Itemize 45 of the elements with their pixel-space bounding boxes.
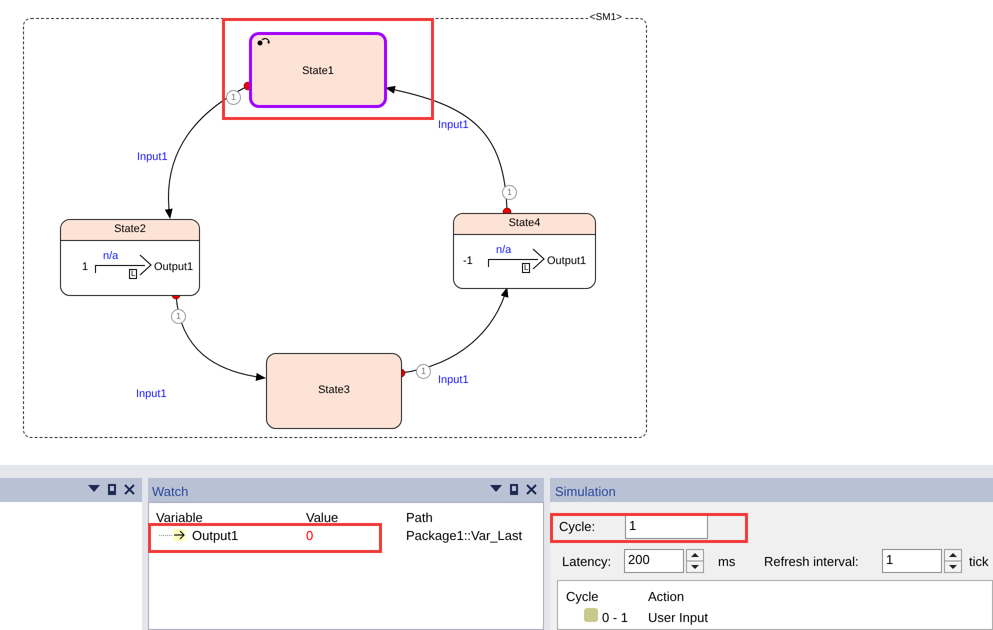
state-box: [453, 213, 596, 289]
panel-title: Simulation: [555, 484, 616, 499]
column-header: Cycle: [566, 589, 599, 604]
variable-value: 0: [306, 528, 314, 543]
column-header: Path: [406, 510, 433, 525]
cycle-range: 0 - 1: [602, 610, 628, 625]
unit-label: tick: [969, 554, 988, 569]
assignment-label: n/a: [103, 250, 118, 262]
output-name: Output1: [154, 261, 194, 273]
variable-path: Package1::Var_Last: [406, 528, 522, 543]
priority-number: 1: [416, 364, 431, 379]
action-text: User Input: [648, 610, 708, 625]
state-box: [249, 32, 387, 108]
priority-number: 1: [502, 185, 517, 200]
state-name: State2: [113, 223, 147, 235]
state-name: State4: [508, 217, 542, 229]
edge-label: Input1: [438, 374, 469, 386]
output-name: Output1: [547, 255, 586, 267]
state-box: [60, 219, 200, 296]
state-box: [266, 353, 402, 429]
column-header: Action: [648, 589, 684, 604]
priority-number: 1: [226, 90, 241, 105]
input-field: 1: [625, 515, 708, 539]
assignment-label: n/a: [496, 244, 512, 256]
input-field: 1: [882, 549, 942, 573]
input-field: 200: [624, 549, 684, 573]
latch-badge: L: [522, 263, 530, 273]
action-value: -1: [463, 255, 473, 267]
edge-label: Input1: [438, 119, 469, 131]
column-header: Value: [306, 510, 338, 525]
variable-name: Output1: [192, 528, 238, 543]
field-label: Latency:: [562, 554, 612, 569]
state-name: State1: [301, 65, 335, 77]
action-value: 1: [82, 261, 88, 273]
unit-label: ms: [718, 554, 736, 569]
edge-label: Input1: [136, 388, 167, 400]
edge-label: Input1: [137, 151, 168, 163]
latch-badge: L: [129, 269, 138, 279]
field-label: Refresh interval:: [764, 554, 859, 569]
field-label: Cycle:: [559, 519, 596, 534]
column-header: Variable: [156, 510, 203, 525]
priority-number: 1: [171, 309, 186, 324]
panel-title: Watch: [152, 484, 188, 499]
frame-title: <SM1>: [588, 12, 624, 23]
state-name: State3: [317, 384, 351, 396]
